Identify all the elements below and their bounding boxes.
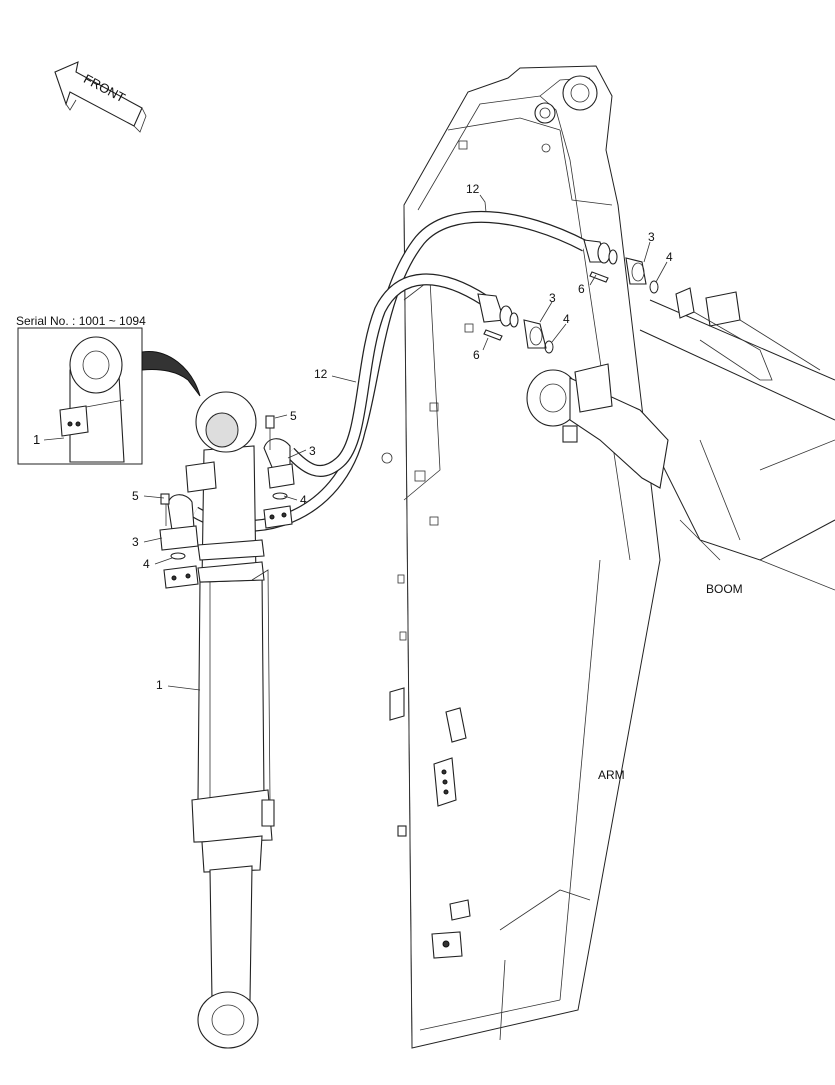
middle-hose-fitting [477,293,554,354]
callout-3-hose-a: 3 [648,230,655,244]
callout-4-upper: 4 [300,493,307,507]
callout-4-hose-a: 4 [666,250,673,264]
serial-inset [17,327,143,465]
callout-5-lower: 5 [132,489,139,503]
callout-3-hose-b: 3 [549,291,556,305]
arm-structure [381,65,661,1049]
callout-6-hose-a: 6 [578,282,585,296]
callout-5-upper: 5 [290,409,297,423]
callout-1-cylinder: 1 [156,678,163,692]
curved-arrow-icon [141,351,201,397]
callout-3-lower: 3 [132,535,139,549]
callout-3-upper: 3 [309,444,316,458]
callout-12-middle: 12 [314,367,328,381]
upper-hose-fitting [583,239,659,294]
serial-number-text: Serial No. : 1001 ~ 1094 [16,314,146,328]
callouts: 12 12 3 4 6 3 4 6 5 3 4 5 3 4 1 [132,182,673,692]
front-arrow-icon: FRONT [54,61,147,133]
boom-label: BOOM [706,582,743,596]
arm-cylinder [159,391,295,1049]
arm-label: ARM [598,768,625,782]
callout-6-hose-b: 6 [473,348,480,362]
callout-4-lower: 4 [143,557,150,571]
leader-lines [143,194,668,691]
callout-12-top: 12 [466,182,480,196]
inset-callout-1: 1 [33,432,40,447]
callout-4-hose-b: 4 [563,312,570,326]
boom-structure: BOOM [526,287,835,596]
